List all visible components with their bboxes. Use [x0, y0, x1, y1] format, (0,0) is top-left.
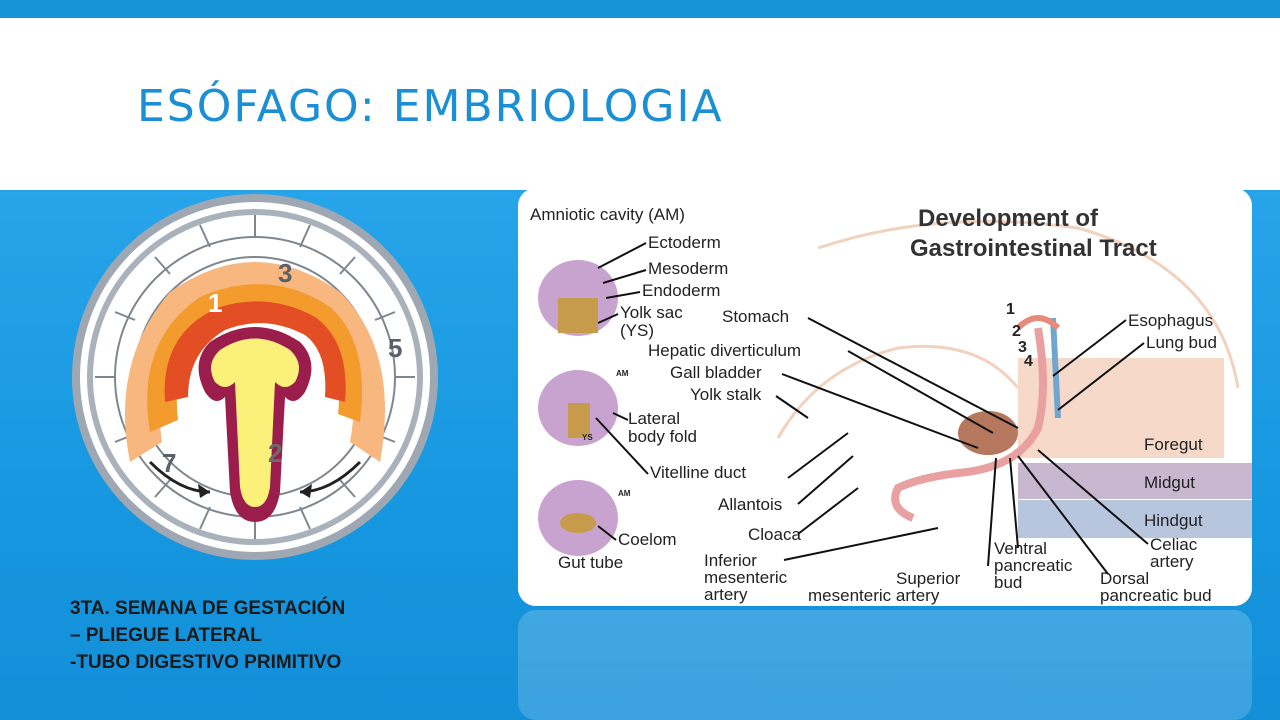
slide-title: ESÓFAGO: EMBRIOLOGIA — [137, 81, 724, 132]
label-pancreatic: pancreatic — [994, 556, 1073, 575]
label-1: 1 — [208, 288, 222, 318]
label-3: 3 — [278, 258, 292, 288]
label-num-4: 4 — [1024, 353, 1033, 370]
label-coelom: Coelom — [618, 530, 677, 549]
slide-caption: 3TA. SEMANA DE GESTACIÓN – PLIEGUE LATER… — [70, 595, 345, 676]
caption-line-1: 3TA. SEMANA DE GESTACIÓN — [70, 598, 346, 619]
midgut-band — [1018, 463, 1252, 499]
label-celiac-artery: artery — [1150, 552, 1194, 571]
gut-tube-shape — [891, 327, 1047, 522]
label-ectoderm: Ectoderm — [648, 233, 721, 252]
title-band — [0, 18, 1280, 190]
label-body-fold: body fold — [628, 427, 697, 446]
label-allantois: Allantois — [718, 495, 782, 514]
label-inferior: Inferior — [704, 551, 757, 570]
intraembryonic-coelom — [164, 301, 346, 402]
label-lateral: Lateral — [628, 409, 680, 428]
label-vitelline-duct: Vitelline duct — [650, 463, 746, 482]
label-gall-bladder: Gall bladder — [670, 363, 762, 382]
label-ventral: Ventral — [994, 539, 1047, 558]
label-cloaca: Cloaca — [748, 525, 801, 544]
gi-tract-development-figure: Development of Gastrointestinal Tract Am… — [518, 188, 1252, 606]
label-artery: artery — [704, 585, 748, 604]
label-num-1: 1 — [1006, 301, 1015, 318]
label-5: 5 — [388, 333, 402, 363]
label-endoderm: Endoderm — [642, 281, 720, 300]
figure-title-line2: Gastrointestinal Tract — [910, 235, 1157, 262]
label-num-3: 3 — [1018, 339, 1027, 356]
label-dorsal: Dorsal — [1100, 569, 1149, 588]
label-midgut: Midgut — [1144, 473, 1195, 492]
figure-title-line1: Development of — [918, 205, 1099, 232]
foregut-band — [1018, 358, 1224, 458]
label-gut-tube: Gut tube — [558, 553, 623, 572]
arrow-right — [300, 484, 312, 498]
label-am-small-1: AM — [616, 369, 629, 378]
label-superior: Superior — [896, 569, 961, 588]
label-superior-mesenteric-artery: mesenteric artery — [808, 586, 940, 605]
label-7: 7 — [162, 448, 176, 478]
label-am-small-2: AM — [618, 489, 631, 498]
arrow-left — [198, 484, 210, 498]
figure-reflection — [518, 610, 1252, 720]
caption-line-3: -TUBO DIGESTIVO PRIMITIVO — [70, 652, 342, 673]
embryo-cross-section-figure: 3 1 2 5 7 — [72, 194, 438, 560]
label-dorsal-pancreatic-bud: pancreatic bud — [1100, 586, 1212, 605]
label-ys-small: YS — [582, 433, 593, 442]
label-yolk-stalk: Yolk stalk — [690, 385, 762, 404]
top-accent-bar — [0, 0, 1280, 18]
label-mesoderm: Mesoderm — [648, 259, 728, 278]
label-esophagus: Esophagus — [1128, 311, 1213, 330]
label-hepatic-diverticulum: Hepatic diverticulum — [648, 341, 801, 360]
label-stomach: Stomach — [722, 307, 789, 326]
label-yolk-sac: Yolk sac — [620, 303, 683, 322]
label-hindgut: Hindgut — [1144, 511, 1203, 530]
label-yolk-sac-abbrev: (YS) — [620, 321, 654, 340]
label-celiac: Celiac — [1150, 535, 1198, 554]
label-2: 2 — [268, 438, 282, 468]
caption-line-2: – PLIEGUE LATERAL — [70, 625, 262, 646]
label-amniotic-cavity: Amniotic cavity (AM) — [530, 205, 685, 224]
label-num-2: 2 — [1012, 323, 1021, 340]
label-bud: bud — [994, 573, 1022, 592]
label-foregut: Foregut — [1144, 435, 1203, 454]
label-mesenteric: mesenteric — [704, 568, 788, 587]
label-lung-bud: Lung bud — [1146, 333, 1217, 352]
yolk-sac — [211, 338, 299, 507]
